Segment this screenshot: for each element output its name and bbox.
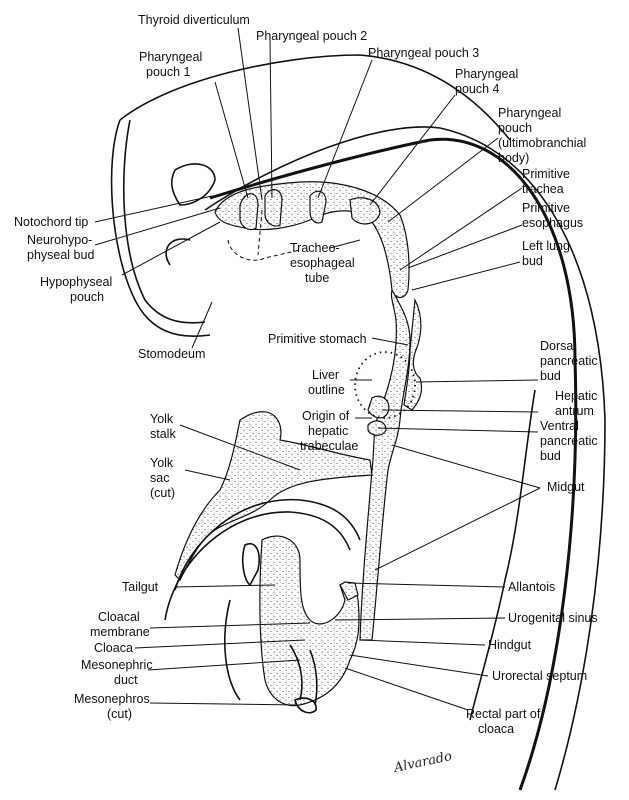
label-tailgut: Tailgut	[122, 580, 159, 594]
label-neurohypophyseal-bud: Neurohypo-physeal bud	[27, 233, 94, 262]
label-urorectal-septum: Urorectal septum	[492, 669, 587, 683]
embryo-outline	[110, 54, 606, 791]
label-urogenital-sinus: Urogenital sinus	[508, 611, 598, 625]
artist-signature: Alvarado	[392, 749, 454, 776]
label-primitive-stomach: Primitive stomach	[268, 332, 367, 346]
label-midgut: Midgut	[547, 480, 585, 494]
label-stomodeum: Stomodeum	[138, 347, 205, 361]
label-mesonephros: Mesonephros(cut)	[74, 692, 150, 721]
yolk-stalk	[174, 411, 373, 582]
leader-lines	[94, 27, 541, 711]
label-hindgut: Hindgut	[488, 638, 532, 652]
hindgut-cloaca	[164, 498, 361, 714]
label-pharyngeal-pouch-3: Pharyngeal pouch 3	[368, 46, 479, 60]
label-thyroid-diverticulum: Thyroid diverticulum	[138, 13, 250, 27]
label-allantois: Allantois	[508, 580, 555, 594]
label-cloaca: Cloaca	[94, 641, 133, 655]
label-notochord-tip: Notochord tip	[14, 215, 88, 229]
label-pharyngeal-pouch-2: Pharyngeal pouch 2	[256, 29, 367, 43]
labels: Thyroid diverticulum Pharyngeal pouch 2 …	[14, 13, 598, 736]
foregut	[214, 181, 410, 299]
